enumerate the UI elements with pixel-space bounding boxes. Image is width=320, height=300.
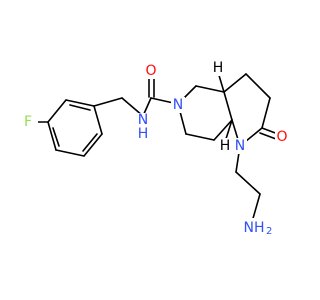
amide-h-label: H (138, 126, 149, 142)
stereo-h-top-label: H (213, 60, 224, 76)
structure-canvas: F N H O N H H N O NH 2 (24, 60, 289, 238)
bond (65, 99, 95, 107)
amine-subscript-label: 2 (266, 226, 272, 237)
lactam-oxygen-label: O (276, 129, 287, 145)
fluorine-label: F (24, 114, 32, 130)
bond (261, 97, 271, 129)
bond (55, 149, 85, 157)
bond (223, 91, 233, 121)
bond (83, 133, 103, 157)
bond (47, 99, 67, 123)
bond (213, 119, 233, 141)
bond (251, 193, 261, 223)
bond (69, 104, 91, 111)
bond (185, 133, 215, 141)
ring-nitrogen-label: N (173, 97, 183, 113)
ring-n1-label: N (235, 138, 245, 154)
stereo-h-bottom-label: H (220, 138, 231, 154)
bond (223, 73, 247, 93)
amine-label: NH (244, 220, 265, 236)
bond (195, 85, 225, 93)
amide-n-label: N (138, 112, 148, 128)
bond (52, 127, 60, 147)
bond (93, 97, 123, 107)
molecule-structure: F N H O N H H N O NH 2 (24, 60, 289, 238)
bond (259, 132, 277, 140)
atom-labels: F N H O N H H N O NH 2 (24, 60, 289, 238)
bond (235, 171, 261, 195)
bond (82, 133, 98, 152)
carbonyl-oxygen-label: O (145, 63, 156, 79)
bond (93, 105, 103, 135)
bond (47, 121, 57, 151)
bond (245, 73, 271, 99)
